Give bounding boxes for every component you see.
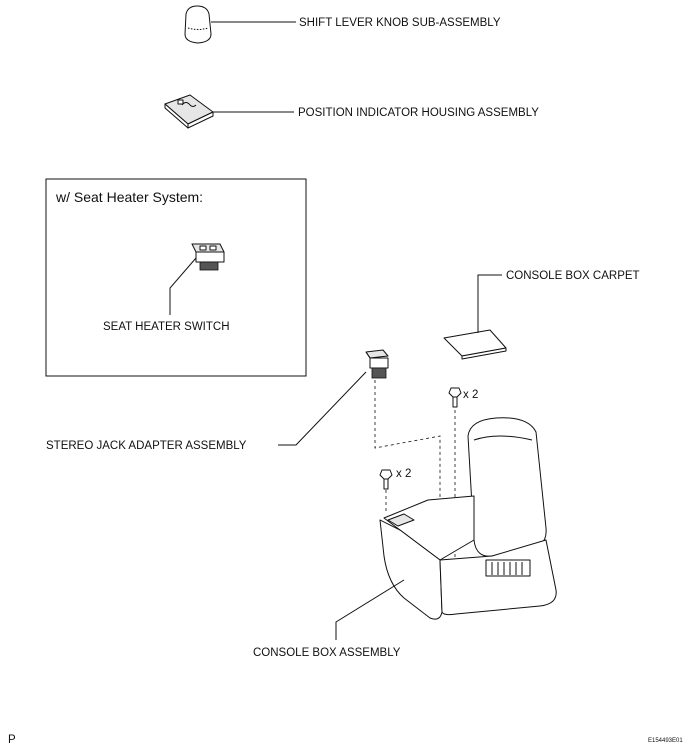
console-box-carpet-leader [477,274,502,333]
seat-heater-switch-label: SEAT HEATER SWITCH [103,321,230,333]
seat-heater-switch-part [191,243,225,271]
console-box-carpet-part [443,329,507,360]
console-box-assembly-label: CONSOLE BOX ASSEMBLY [253,647,401,659]
page-marker: P [8,734,16,746]
position-indicator-housing-part [164,94,214,129]
stereo-jack-leader [278,371,367,446]
console-box-assembly-leader [335,579,405,640]
right-screw-part [448,387,462,408]
console-box-assembly-part [379,417,557,620]
position-indicator-label: POSITION INDICATOR HOUSING ASSEMBLY [298,107,539,119]
console-box-carpet-label: CONSOLE BOX CARPET [506,270,640,282]
stereo-jack-label: STEREO JACK ADAPTER ASSEMBLY [46,440,247,452]
left-screw-qty: x 2 [396,468,411,480]
shift-lever-knob-label: SHIFT LEVER KNOB SUB-ASSEMBLY [299,17,501,29]
stereo-jack-adapter-part [365,349,389,379]
seat-heater-system-box [45,178,307,377]
figure-id: E154493E01 [648,738,683,744]
seat-heater-switch-leader [169,257,197,315]
shift-lever-knob-part [184,5,212,44]
left-screw-part [379,469,393,490]
seat-heater-box-title: w/ Seat Heater System: [55,189,203,205]
right-screw-qty: x 2 [463,389,478,401]
